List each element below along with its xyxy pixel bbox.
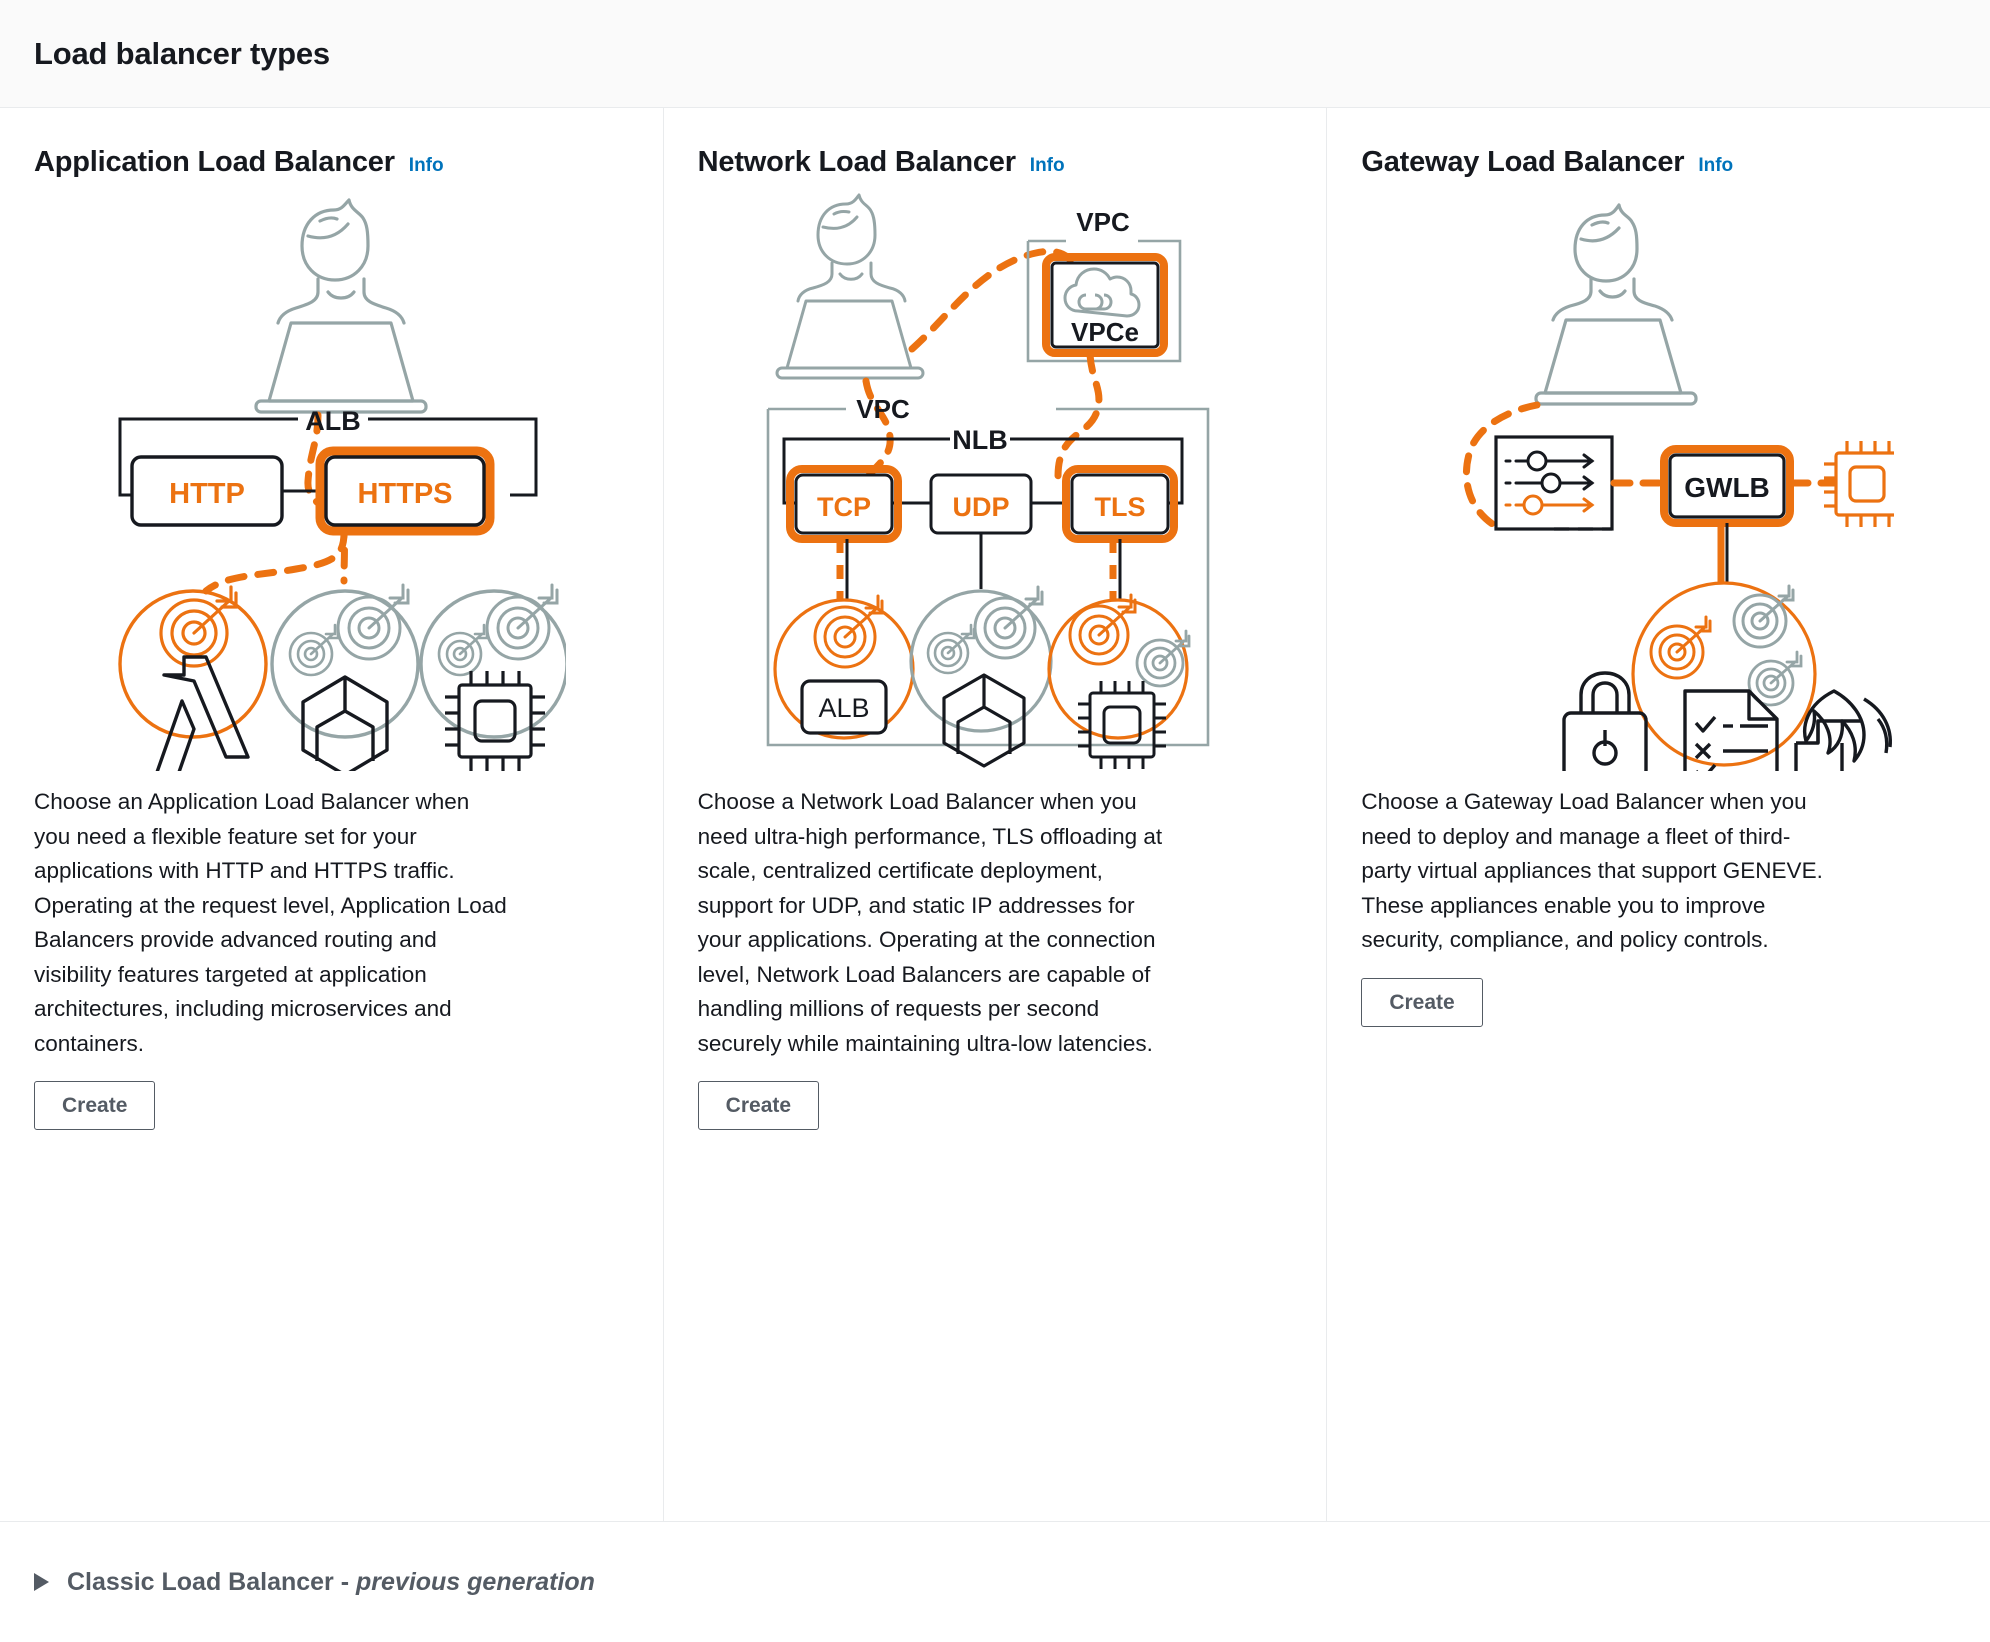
- page-title: Load balancer types: [34, 35, 330, 71]
- lock-icon: [1561, 671, 1648, 771]
- vpc-container-box: [766, 407, 1210, 747]
- gwlb-architecture-diagram: GWLB: [1361, 185, 1956, 785]
- route-table-icon: [1494, 435, 1614, 531]
- lambda-icon: [155, 655, 251, 771]
- target-group-ec2: [419, 583, 567, 771]
- nlb-group-label: NLB: [952, 425, 1008, 455]
- alb-icon: ALB: [800, 679, 888, 735]
- card-application-load-balancer: Application Load Balancer Info: [0, 108, 663, 1521]
- expander-label: Classic Load Balancer - previous generat…: [67, 1568, 595, 1597]
- ec2-instance-icon: [1078, 681, 1166, 769]
- ec2-instance-icon: [445, 671, 546, 771]
- create-button[interactable]: Create: [1361, 977, 1483, 1027]
- traffic-path-https-to-target: [202, 529, 348, 595]
- card-gateway-load-balancer: Gateway Load Balancer Info: [1326, 108, 1990, 1521]
- create-button[interactable]: Create: [697, 1081, 820, 1130]
- expander-label-emphasis: previous generation: [356, 1567, 595, 1596]
- card-title: Network Load Balancer: [697, 146, 1016, 178]
- appliance-target-group: [1631, 581, 1817, 767]
- card-heading: Network Load Balancer Info: [698, 146, 1293, 179]
- target-group-alb: ALB: [773, 594, 915, 740]
- info-link[interactable]: Info: [408, 155, 444, 176]
- protocol-box-https[interactable]: HTTPS: [315, 446, 495, 536]
- user-laptop-icon: [254, 198, 428, 414]
- protocol-box-tcp[interactable]: TCP: [786, 465, 902, 543]
- gwlb-box: GWLB: [1659, 445, 1794, 527]
- protocol-label-http: HTTP: [169, 478, 245, 510]
- card-description: Choose a Gateway Load Balancer when you …: [1361, 789, 1823, 952]
- card-network-load-balancer: Network Load Balancer Info: [662, 108, 1327, 1521]
- expander-label-main: Classic Load Balancer -: [67, 1567, 357, 1596]
- create-button[interactable]: Create: [34, 1081, 156, 1130]
- alb-architecture-diagram: ALB HTTP HTTPS: [34, 185, 629, 785]
- user-laptop-icon: [1534, 203, 1698, 406]
- vpc-endpoint-box: VPCe: [1042, 253, 1168, 357]
- cloud-link-icon: [1063, 267, 1141, 318]
- gwlb-diagram-svg: GWLB: [1462, 203, 1894, 771]
- info-link[interactable]: Info: [1029, 155, 1065, 176]
- protocol-box-http[interactable]: HTTP: [130, 455, 285, 527]
- container-icon: [942, 673, 1026, 768]
- card-title: Gateway Load Balancer: [1361, 146, 1685, 178]
- card-description: Choose a Network Load Balancer when you …: [697, 789, 1163, 1056]
- ec2-instance-icon: [1823, 441, 1894, 527]
- target-group-container: [909, 585, 1053, 768]
- protocol-box-tls[interactable]: TLS: [1062, 465, 1178, 543]
- info-link[interactable]: Info: [1698, 155, 1734, 176]
- compliance-checklist-icon: [1682, 689, 1779, 771]
- target-group-ec2: [1047, 593, 1191, 769]
- vpc-endpoint-group-label: VPC: [1076, 207, 1130, 237]
- traffic-path-client-to-route-table: [1462, 401, 1541, 529]
- card-title: Application Load Balancer: [34, 146, 395, 178]
- load-balancer-type-columns: Application Load Balancer Info: [0, 108, 1990, 1522]
- protocol-label-udp: UDP: [952, 492, 1009, 522]
- traffic-path-vpce-to-tls: [1054, 351, 1103, 485]
- card-heading: Gateway Load Balancer Info: [1361, 146, 1956, 179]
- expander-toggle[interactable]: Classic Load Balancer - previous generat…: [34, 1568, 595, 1597]
- nlb-diagram-svg: VPC VPCe: [766, 193, 1210, 769]
- gwlb-label: GWLB: [1684, 472, 1770, 503]
- alb-group-label: ALB: [306, 406, 362, 436]
- target-group-container: [270, 583, 421, 771]
- alb-target-label: ALB: [818, 693, 869, 723]
- nlb-architecture-diagram: VPC VPCe: [698, 185, 1293, 785]
- vpc-container-label: VPC: [856, 394, 910, 424]
- page-header: Load balancer types: [0, 0, 1990, 108]
- caret-right-icon: [34, 1573, 49, 1591]
- alb-diagram-svg: ALB HTTP HTTPS: [118, 198, 567, 771]
- container-icon: [301, 675, 390, 771]
- protocol-label-tcp: TCP: [817, 492, 871, 522]
- vpc-endpoint-label: VPCe: [1071, 317, 1139, 347]
- user-laptop-icon: [775, 193, 925, 380]
- card-heading: Application Load Balancer Info: [34, 146, 629, 179]
- protocol-box-udp[interactable]: UDP: [929, 473, 1033, 535]
- vpc-endpoint-group-box: [1026, 239, 1182, 363]
- protocol-label-tls: TLS: [1095, 492, 1146, 522]
- card-description: Choose an Application Load Balancer when…: [34, 789, 507, 1056]
- protocol-label-https: HTTPS: [358, 478, 453, 510]
- classic-load-balancer-expander[interactable]: Classic Load Balancer - previous generat…: [0, 1522, 1990, 1642]
- firewall-icon: [1793, 689, 1892, 771]
- target-group-lambda: [118, 585, 269, 771]
